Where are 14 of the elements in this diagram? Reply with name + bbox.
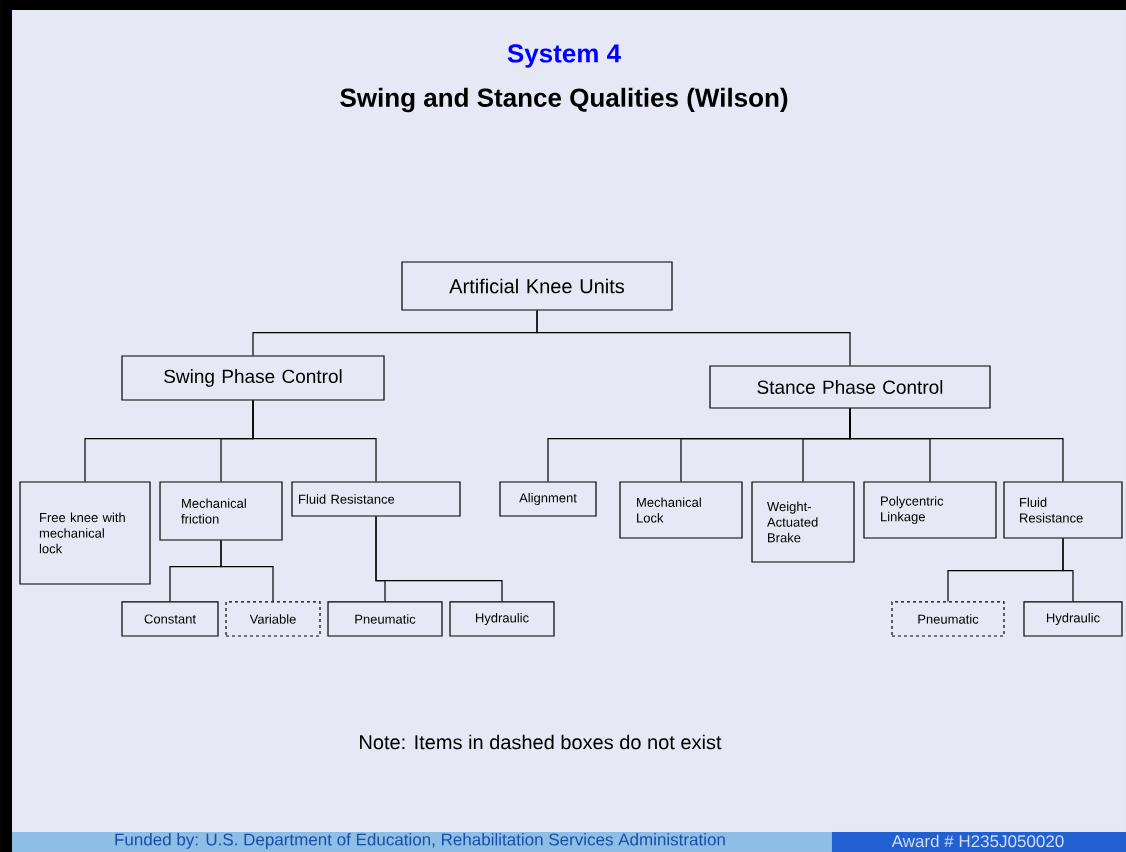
connector-line xyxy=(536,310,851,366)
category-box: Artificial Knee Units xyxy=(401,261,673,311)
category-box: Swing Phase Control xyxy=(121,355,385,401)
connector-line xyxy=(375,516,503,602)
connector-line xyxy=(849,407,1064,482)
connector-line xyxy=(252,399,377,482)
note-text: Note: Items in dashed boxes do not exist xyxy=(360,734,722,750)
connector-line xyxy=(220,540,274,602)
subtitle: Swing and Stance Qualities (Wilson) xyxy=(340,87,788,113)
award-text: Award # H235J050020 xyxy=(891,834,1064,848)
connector-line xyxy=(1062,538,1074,602)
title: System 4 xyxy=(507,44,621,68)
footer-text: Funded by: U.S. Department of Education, Rehabilitation Services Administration xyxy=(115,833,725,849)
category-box: Stance Phase Control xyxy=(709,365,991,409)
